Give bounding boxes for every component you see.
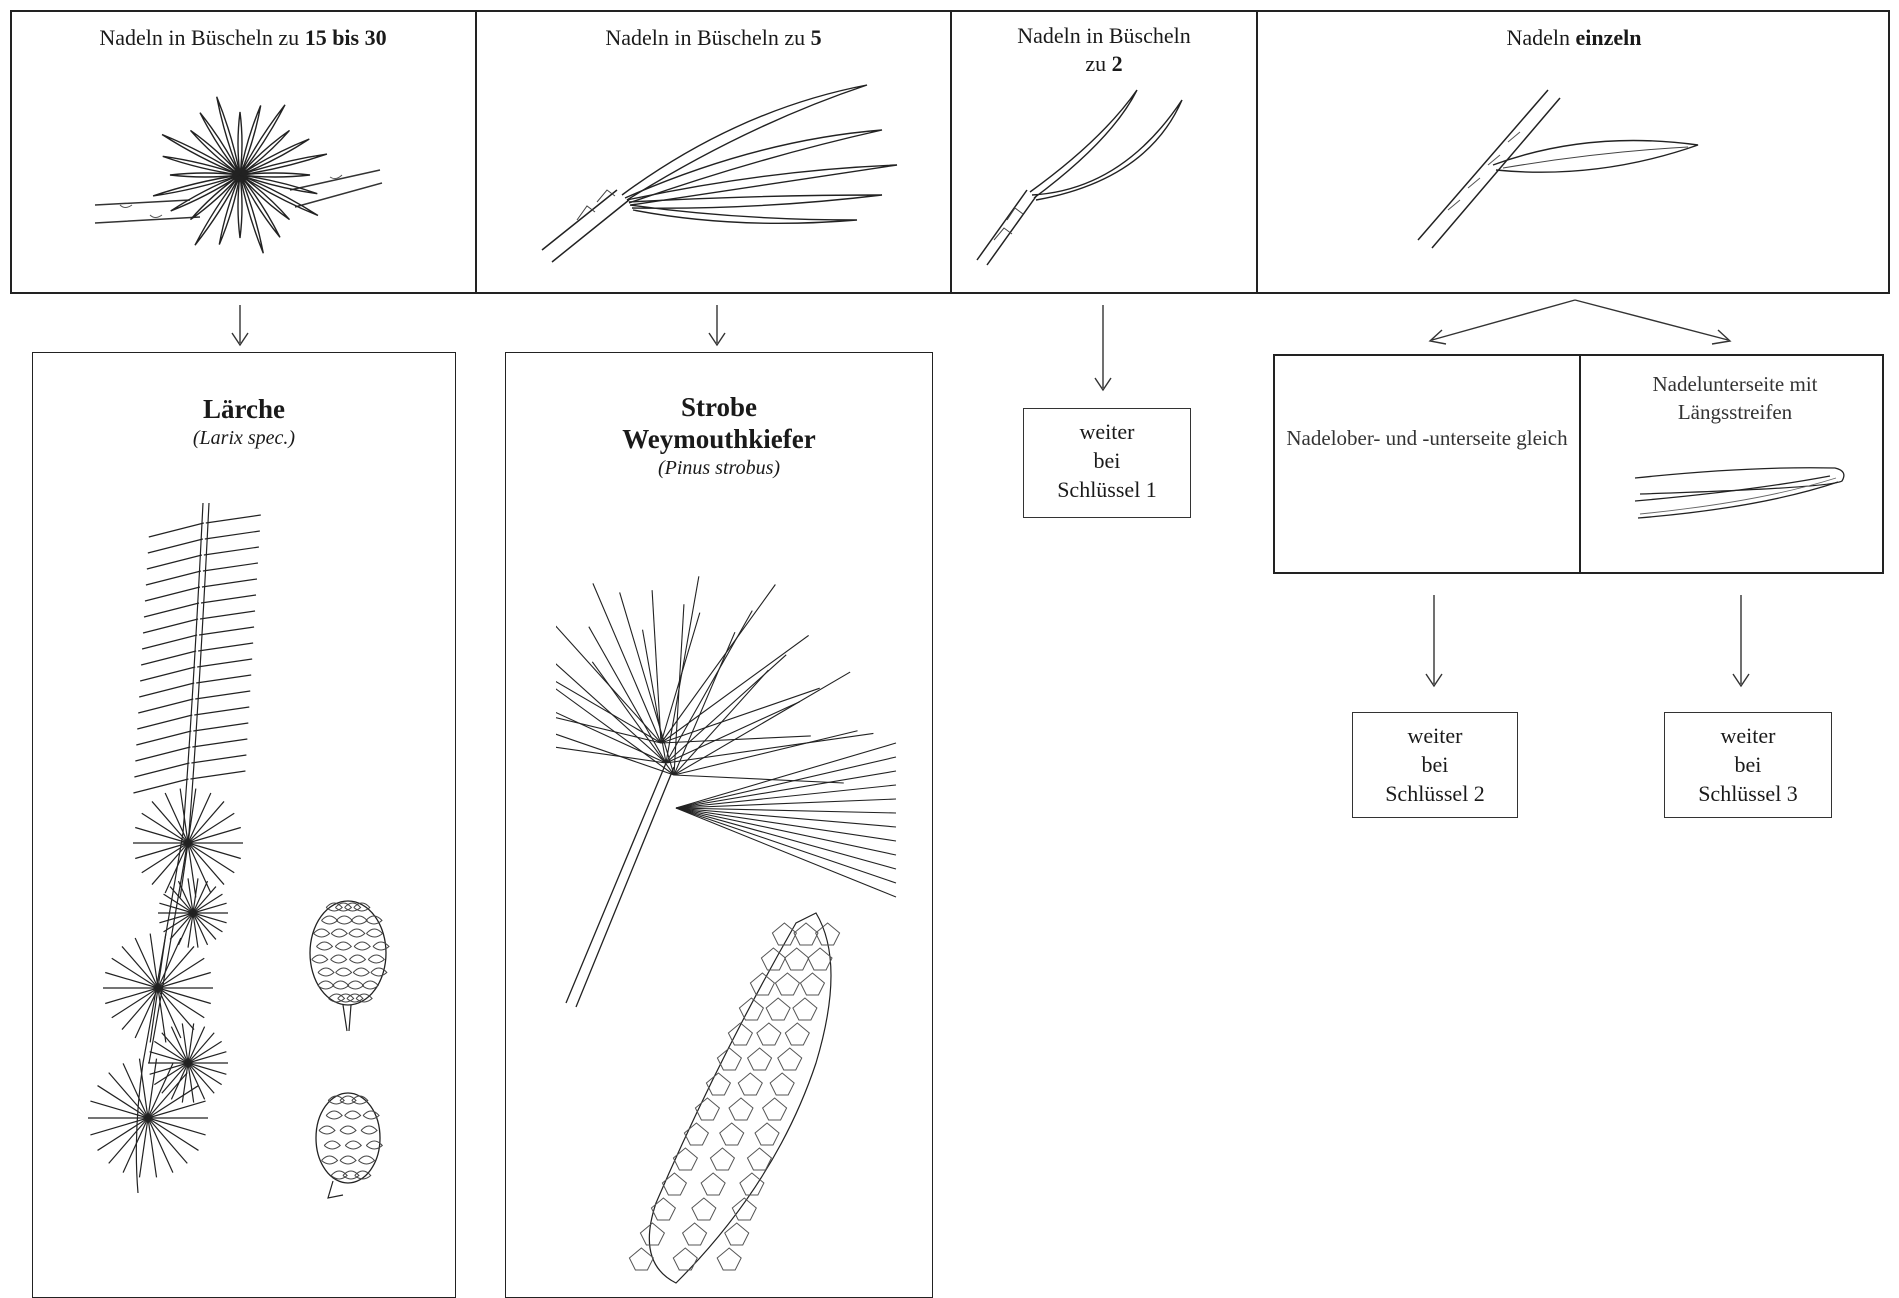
split-right-label: Nadelunterseite mit Längsstreifen [1652,372,1818,424]
result-larch-panel: Lärche (Larix spec.) [32,352,456,1298]
divider-3 [1256,10,1258,294]
split-left-label: Nadelober- und -unterseite gleich [1286,426,1568,450]
larch-title-block: Lärche (Larix spec.) [33,393,455,451]
striped-needle-illustration [1630,456,1850,536]
cell-single-needles: Nadeln einzeln [1258,10,1890,294]
divider-2 [950,10,952,294]
cell-bundles-2: Nadeln in Büscheln zu 2 [952,10,1256,294]
reference-key-1[interactable]: weiter bei Schlüssel 1 [1023,408,1191,518]
strobe-cone-illustration [616,903,856,1293]
header-bundles-2: Nadeln in Büscheln zu 2 [1017,23,1191,76]
header-single-needles: Nadeln einzeln [1506,25,1642,50]
reference-key-2[interactable]: weiter bei Schlüssel 2 [1352,712,1518,818]
five-needle-illustration [537,70,917,270]
larch-cone-illustration-1 [303,893,393,1033]
header-bundles-5: Nadeln in Büscheln zu 5 [605,25,822,50]
cell-bundles-15-30: Nadeln in Büscheln zu 15 bis 30 [10,10,476,294]
two-needle-illustration [972,70,1222,270]
strobe-branch-illustration [556,513,916,1013]
strobe-title-block: Strobe Weymouthkiefer (Pinus strobus) [506,391,932,481]
cell-bundles-5: Nadeln in Büscheln zu 5 [477,10,950,294]
divider-1 [475,10,477,294]
larch-branch-illustration [83,503,323,1203]
larch-latin: (Larix spec.) [192,427,296,449]
single-needle-split-box: Nadelober- und -unterseite gleich Nadelu… [1273,354,1884,574]
split-divider [1579,356,1581,572]
strobe-name-line1: Strobe [680,392,757,422]
result-strobe-panel: Strobe Weymouthkiefer (Pinus strobus) [505,352,933,1298]
larch-name: Lärche [203,394,285,424]
larch-fascicle-illustration [90,65,390,275]
header-bundles-15-30: Nadeln in Büscheln zu 15 bis 30 [99,25,387,50]
larch-cone-illustration-2 [308,1083,388,1203]
strobe-name-line2: Weymouthkiefer [622,424,816,454]
single-needle-illustration [1408,80,1708,260]
strobe-latin: (Pinus strobus) [657,457,781,479]
reference-key-3[interactable]: weiter bei Schlüssel 3 [1664,712,1832,818]
